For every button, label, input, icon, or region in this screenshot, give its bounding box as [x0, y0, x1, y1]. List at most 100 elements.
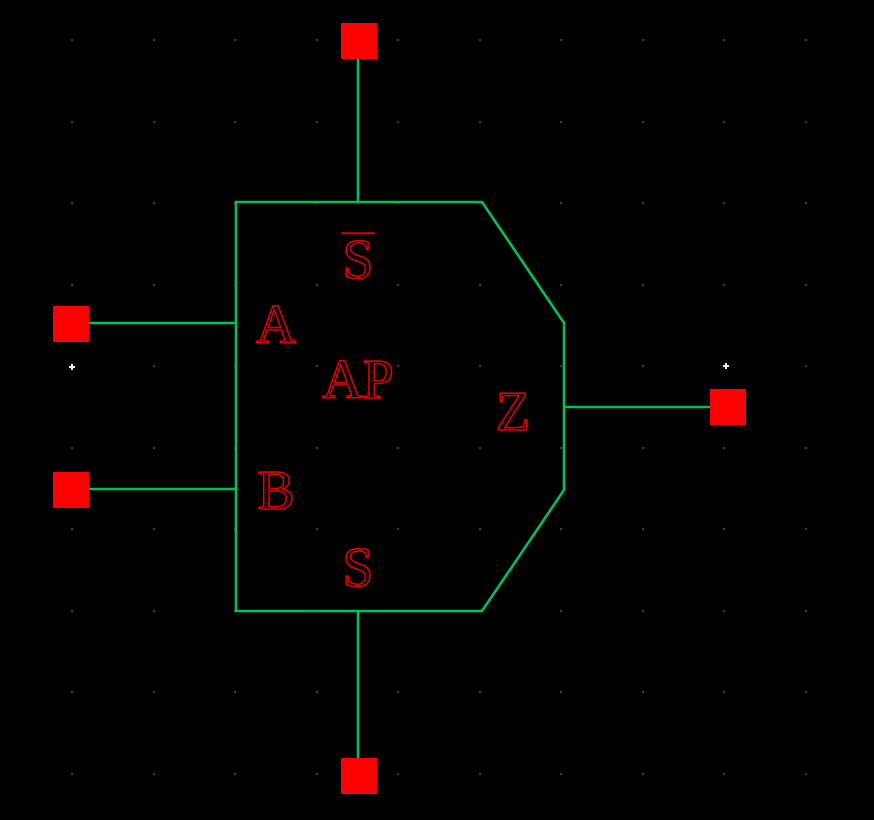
grid-dot	[397, 528, 400, 531]
grid-dot	[397, 39, 400, 42]
grid-dot	[316, 121, 319, 124]
grid-dot	[479, 773, 482, 776]
grid-dot	[560, 284, 563, 287]
grid-dot	[560, 365, 563, 368]
grid-dot	[153, 39, 156, 42]
grid-dot	[560, 202, 563, 205]
grid-dot	[71, 121, 74, 124]
grid-dot	[642, 610, 645, 613]
pin-pad-pin-vss[interactable]	[341, 758, 377, 794]
symbol-center-label: AP	[322, 349, 394, 411]
grid-dot	[234, 773, 237, 776]
grid-dot	[723, 447, 726, 450]
grid-dot	[71, 447, 74, 450]
cursor-marker-left-icon	[69, 364, 75, 370]
grid-dot	[805, 610, 808, 613]
grid-dot	[642, 365, 645, 368]
grid-dot	[153, 121, 156, 124]
grid-dot	[397, 691, 400, 694]
grid-dot	[316, 447, 319, 450]
symbol-body-outline[interactable]	[234, 200, 566, 613]
grid-dot	[397, 284, 400, 287]
grid-dot	[479, 447, 482, 450]
grid-dot	[805, 528, 808, 531]
pin-label-pin-vss: S	[342, 537, 373, 599]
grid-dot	[71, 773, 74, 776]
wire-layer[interactable]	[89, 58, 710, 758]
grid-dot	[560, 691, 563, 694]
grid-dot	[642, 202, 645, 205]
grid-dot	[723, 610, 726, 613]
grid-dot	[560, 528, 563, 531]
grid-dot	[71, 202, 74, 205]
grid-dot	[153, 773, 156, 776]
grid-dot	[71, 284, 74, 287]
pin-label-pin-b: B	[257, 460, 294, 522]
grid-dot	[723, 773, 726, 776]
grid-dot	[723, 528, 726, 531]
grid-dot	[479, 121, 482, 124]
grid-dot	[805, 447, 808, 450]
grid-dot	[723, 284, 726, 287]
grid-dot	[805, 284, 808, 287]
grid-dot	[153, 447, 156, 450]
grid-dot	[316, 773, 319, 776]
cursor-marker-right-icon	[723, 363, 729, 369]
grid-dot	[316, 284, 319, 287]
grid-dot	[560, 773, 563, 776]
grid-dot	[642, 447, 645, 450]
grid-dot	[479, 691, 482, 694]
grid-dot	[234, 121, 237, 124]
symbol-body-layer[interactable]	[234, 200, 566, 613]
pin-pad-pin-b[interactable]	[53, 472, 89, 508]
grid-dot	[153, 365, 156, 368]
grid-dot	[479, 39, 482, 42]
grid-dot	[71, 528, 74, 531]
grid-dot	[642, 528, 645, 531]
pin-pad-pin-z[interactable]	[710, 389, 746, 425]
grid-dot	[723, 121, 726, 124]
grid-dot	[316, 365, 319, 368]
pin-pad-layer[interactable]	[53, 23, 746, 794]
grid-dot	[479, 528, 482, 531]
grid-dot	[723, 39, 726, 42]
grid-dot	[153, 610, 156, 613]
grid-dot	[723, 202, 726, 205]
pin-label-pin-vdd: S	[342, 229, 373, 291]
grid-dot	[71, 691, 74, 694]
grid-dot	[153, 284, 156, 287]
grid-dot	[397, 773, 400, 776]
grid-dot	[560, 610, 563, 613]
grid-dot	[642, 691, 645, 694]
grid-dot	[805, 773, 808, 776]
pin-label-pin-a: A	[256, 294, 297, 356]
pin-pad-pin-vdd[interactable]	[341, 23, 377, 59]
grid-dot	[642, 284, 645, 287]
grid-dot	[642, 39, 645, 42]
grid-dot	[805, 39, 808, 42]
grid-dot	[234, 691, 237, 694]
grid-dot	[723, 691, 726, 694]
pin-pad-pin-a[interactable]	[53, 306, 89, 342]
grid-dot	[397, 121, 400, 124]
grid-dot	[316, 691, 319, 694]
grid-dot	[71, 610, 74, 613]
grid-dot	[316, 39, 319, 42]
cursor-marker-layer	[69, 363, 729, 370]
grid-dot	[560, 447, 563, 450]
grid-dot	[316, 528, 319, 531]
grid-dot	[805, 121, 808, 124]
grid-dot	[397, 447, 400, 450]
grid-dot	[153, 528, 156, 531]
grid-dot	[479, 284, 482, 287]
pin-label-pin-z: Z	[496, 381, 530, 443]
grid-dot	[479, 365, 482, 368]
grid-dot	[153, 202, 156, 205]
grid-dot	[805, 691, 808, 694]
grid-dot	[642, 773, 645, 776]
grid-dot	[805, 365, 808, 368]
grid-dot	[560, 39, 563, 42]
grid-dot	[397, 365, 400, 368]
